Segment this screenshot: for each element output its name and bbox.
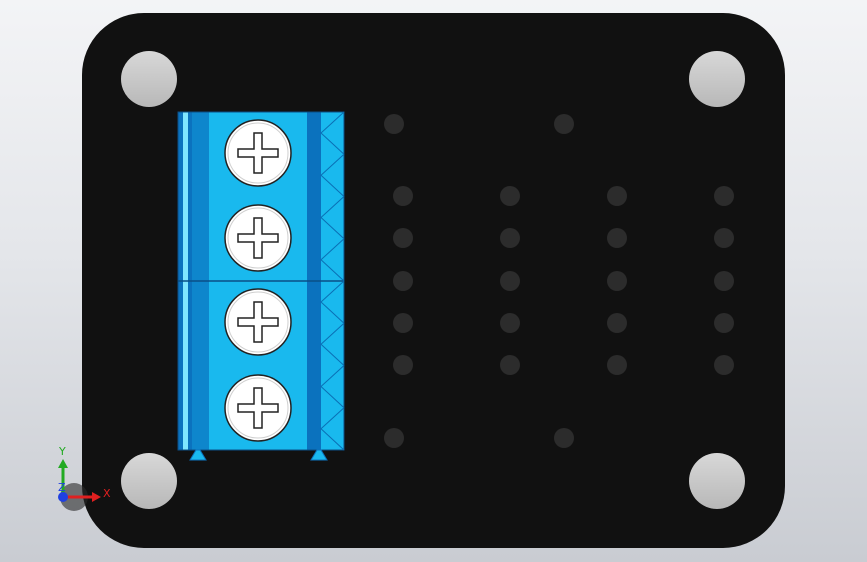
x-axis-arrow-icon (92, 492, 101, 502)
grid-pin-c3-r5[interactable] (607, 355, 627, 375)
terminal-wire-entries (320, 111, 345, 451)
top-pin-2[interactable] (554, 114, 574, 134)
wire-entry-3 (320, 196, 345, 240)
wire-entry-2 (320, 153, 345, 197)
grid-pin-c3-r1[interactable] (607, 186, 627, 206)
screw-rim (227, 122, 289, 184)
grid-pin-c4-r3[interactable] (714, 271, 734, 291)
bottom-pin-2[interactable] (554, 428, 574, 448)
mounting-hole-top-right[interactable] (689, 51, 745, 107)
grid-pin-c4-r4[interactable] (714, 313, 734, 333)
phillips-cross-icon (237, 132, 279, 174)
screw-3[interactable] (224, 288, 292, 356)
grid-pin-c1-r1[interactable] (393, 186, 413, 206)
wire-entry-5 (320, 280, 345, 324)
grid-pin-c2-r5[interactable] (500, 355, 520, 375)
wire-entry-6 (320, 322, 345, 366)
mounting-hole-top-left[interactable] (121, 51, 177, 107)
terminal-foot-left (189, 449, 207, 461)
phillips-cross-icon (237, 217, 279, 259)
screw-rim (227, 291, 289, 353)
screw-1[interactable] (224, 119, 292, 187)
pin-grid (384, 114, 734, 448)
phillips-cross-icon (237, 301, 279, 343)
mounting-hole-bottom-right[interactable] (689, 453, 745, 509)
terminal-foot-right (310, 449, 328, 461)
grid-pin-c3-r3[interactable] (607, 271, 627, 291)
grid-pin-c1-r4[interactable] (393, 313, 413, 333)
grid-pin-c2-r3[interactable] (500, 271, 520, 291)
grid-pin-c2-r2[interactable] (500, 228, 520, 248)
wire-entry-1 (320, 111, 345, 155)
y-axis-arrow-icon (58, 459, 68, 468)
top-pin-1[interactable] (384, 114, 404, 134)
bottom-pin-1[interactable] (384, 428, 404, 448)
terminal-block[interactable] (177, 111, 345, 461)
grid-pin-c1-r2[interactable] (393, 228, 413, 248)
grid-pin-c4-r2[interactable] (714, 228, 734, 248)
grid-pin-c3-r4[interactable] (607, 313, 627, 333)
screw-4[interactable] (224, 374, 292, 442)
grid-pin-c2-r4[interactable] (500, 313, 520, 333)
grid-pin-c1-r3[interactable] (393, 271, 413, 291)
grid-pin-c4-r1[interactable] (714, 186, 734, 206)
screw-rim (227, 377, 289, 439)
mounting-holes (121, 51, 745, 509)
wire-entry-8 (320, 407, 345, 451)
x-axis-label: X (103, 487, 111, 500)
wire-entry-7 (320, 365, 345, 409)
mounting-hole-bottom-left[interactable] (121, 453, 177, 509)
z-axis-dot-icon (58, 492, 68, 502)
phillips-cross-icon (237, 387, 279, 429)
grid-pin-c2-r1[interactable] (500, 186, 520, 206)
axis-triad: X Y Z (58, 445, 111, 511)
wire-entry-4 (320, 238, 345, 282)
screw-rim (227, 207, 289, 269)
grid-pin-c4-r5[interactable] (714, 355, 734, 375)
z-axis-label: Z (58, 481, 66, 494)
grid-pin-c1-r5[interactable] (393, 355, 413, 375)
terminal-screws (224, 119, 292, 442)
screw-2[interactable] (224, 204, 292, 272)
y-axis-label: Y (58, 445, 66, 458)
grid-pin-c3-r2[interactable] (607, 228, 627, 248)
